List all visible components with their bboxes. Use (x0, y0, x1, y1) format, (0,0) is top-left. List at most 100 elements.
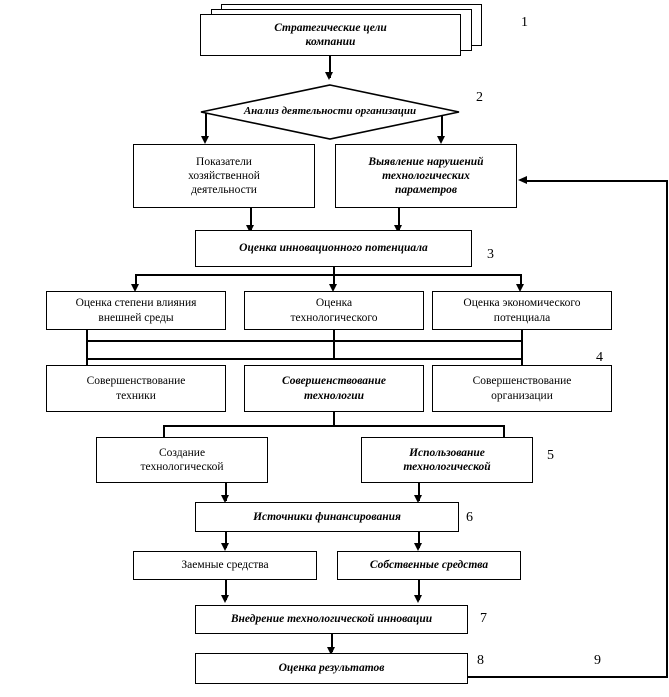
borrowed-funds-label: Заемные средства (181, 559, 269, 572)
strategic-goals-box[interactable]: Стратегические цели компании (200, 14, 461, 56)
connector-own-down (418, 580, 420, 600)
feedback-line-right (666, 180, 668, 678)
improve-organization-box[interactable]: Совершенствование организации (432, 365, 612, 412)
borrowed-funds-box[interactable]: Заемные средства (133, 551, 317, 580)
innovation-potential-box[interactable]: Оценка инновационного потенциала (195, 230, 472, 267)
strategic-goals-line1: Стратегические цели (274, 21, 387, 34)
arrowhead-goals-to-decision (325, 72, 333, 80)
step-number-1: 1 (521, 15, 528, 30)
branch-create-tech (163, 425, 165, 437)
implementation-box[interactable]: Внедрение технологической инновации (195, 605, 468, 634)
branch-evaluation-center (333, 274, 335, 288)
violations-line3: параметров (394, 184, 458, 196)
analysis-decision-diamond[interactable]: Анализ деятельности организации (200, 84, 460, 140)
branch-improve-organization (521, 358, 523, 366)
branch-use-tech (503, 425, 505, 437)
bus-evaluation-horizontal (135, 274, 521, 276)
violations-line2: технологических (382, 169, 470, 182)
branch-improve-technique (86, 358, 88, 366)
branch-evaluation-right (520, 274, 522, 288)
connector-create-to-financing (225, 483, 227, 501)
use-tech-line1: Использование (409, 446, 485, 459)
external-environment-box[interactable]: Оценка степени влияния внешней среды (46, 291, 226, 330)
step-number-4: 4 (596, 350, 603, 365)
step-number-3: 3 (487, 247, 494, 262)
economic-line2: потенциала (493, 311, 551, 324)
improve-organization-line1: Совершенствование (472, 375, 572, 388)
financing-sources-box[interactable]: Источники финансирования (195, 502, 459, 532)
improve-technique-box[interactable]: Совершенствование техники (46, 365, 226, 412)
own-funds-box[interactable]: Собственные средства (337, 551, 521, 580)
connector-violations-down (398, 208, 400, 230)
connector-decision-right (441, 112, 443, 140)
arrowhead-decision-right (437, 136, 445, 144)
results-evaluation-label: Оценка результатов (278, 662, 385, 675)
arrowhead-financing-right (414, 543, 422, 551)
bus-evaluation-stub-center-top (333, 267, 335, 275)
arrowhead-implementation-down (327, 647, 335, 655)
branch-evaluation-left (135, 274, 137, 288)
step-number-6: 6 (466, 510, 473, 525)
improve-technology-box[interactable]: Совершенствование технологии (244, 365, 424, 412)
arrowhead-financing-left (221, 543, 229, 551)
step-number-8: 8 (477, 653, 484, 668)
stub-economic-down (521, 330, 523, 341)
violations-line1: Выявление нарушений (368, 155, 484, 168)
arrowhead-violations-down (394, 225, 402, 233)
improve-organization-line2: организации (491, 389, 553, 402)
arrowhead-evaluation-left (131, 284, 139, 292)
improve-technique-line1: Совершенствование (86, 375, 186, 388)
results-evaluation-box[interactable]: Оценка результатов (195, 653, 468, 684)
bus-tech-split (163, 425, 504, 427)
indicators-line1: Показатели (196, 155, 252, 168)
improve-technology-line2: технологии (303, 389, 365, 402)
technological-line2: технологического (290, 311, 378, 324)
step-number-5: 5 (547, 448, 554, 463)
stub-technology-down (333, 412, 335, 426)
arrowhead-feedback-to-violations (518, 176, 527, 184)
connector-goals-to-decision (329, 56, 331, 78)
feedback-line-bottom (468, 676, 668, 678)
stub-technological-down (333, 330, 335, 360)
use-tech-line2: технологической (403, 461, 491, 473)
improve-technique-line2: техники (116, 389, 156, 402)
decision-line1: Анализ деятельности (243, 105, 353, 118)
financing-sources-label: Источники финансирования (253, 510, 401, 523)
external-env-line1: Оценка степени влияния (75, 297, 197, 310)
create-tech-line1: Создание (158, 446, 206, 459)
strategic-goals-line2: компании (305, 36, 356, 48)
arrowhead-use-to-financing (414, 495, 422, 503)
create-tech-line2: технологической (140, 461, 224, 473)
arrowhead-decision-left (201, 136, 209, 144)
indicators-line2: хозяйственной (188, 169, 260, 182)
step-number-7: 7 (480, 611, 487, 626)
violations-box[interactable]: Выявление нарушений технологических пара… (335, 144, 517, 208)
own-funds-label: Собственные средства (369, 559, 489, 572)
arrowhead-evaluation-center (329, 284, 337, 292)
feedback-line-top (527, 180, 667, 182)
diamond-shape-icon (200, 84, 460, 140)
connector-financing-left (225, 532, 227, 548)
arrowhead-create-to-financing (221, 495, 229, 503)
stub-external-down (86, 330, 88, 341)
bus-improvement-left-drop (86, 340, 88, 359)
economic-line1: Оценка экономического (463, 297, 581, 310)
arrowhead-borrowed-down (221, 595, 229, 603)
economic-potential-box[interactable]: Оценка экономического потенциала (432, 291, 612, 330)
connector-decision-left (205, 112, 207, 140)
bus-improvement-lower (86, 358, 522, 360)
implementation-label: Внедрение технологической инновации (230, 613, 433, 626)
arrowhead-own-down (414, 595, 422, 603)
arrowhead-indicators-down (246, 225, 254, 233)
innovation-potential-label: Оценка инновационного потенциала (239, 242, 428, 255)
create-technology-box[interactable]: Создание технологической (96, 437, 268, 483)
connector-implementation-down (331, 634, 333, 652)
indicators-box[interactable]: Показатели хозяйственной деятельности (133, 144, 315, 208)
technological-assessment-box[interactable]: Оценка технологического (244, 291, 424, 330)
connector-financing-right (418, 532, 420, 548)
connector-use-to-financing (418, 483, 420, 501)
bus-improvement-upper (86, 340, 522, 342)
technological-line1: Оценка (315, 297, 353, 310)
use-technology-box[interactable]: Использование технологической (361, 437, 533, 483)
